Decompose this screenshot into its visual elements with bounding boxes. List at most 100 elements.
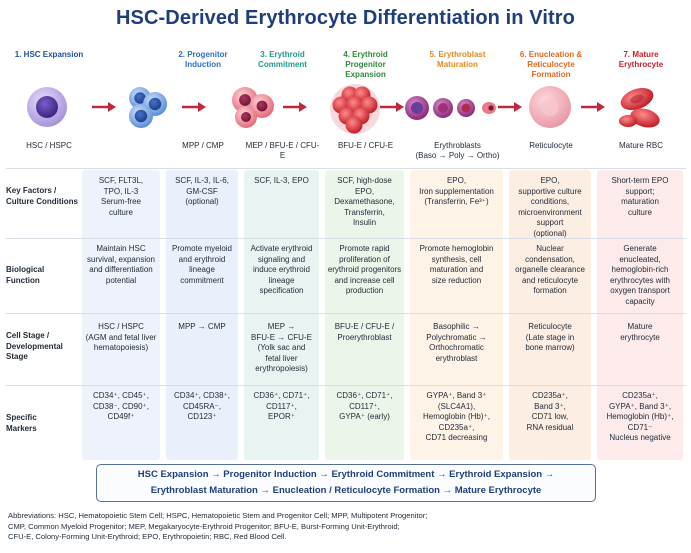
arrowhead-icon bbox=[514, 102, 522, 112]
table-cell: CD36⁺, CD71⁺,CD117⁺,EPOR⁺ bbox=[246, 391, 317, 423]
text-line: HSC / HSPC bbox=[26, 141, 72, 150]
text-line: (optional) bbox=[533, 228, 567, 238]
text-line: Abbreviations: HSC, Hematopoietic Stem C… bbox=[8, 511, 428, 520]
text-line: Promote myeloid bbox=[171, 244, 233, 253]
text-line: EPOR⁺ bbox=[268, 412, 295, 421]
cell-illustrations bbox=[27, 84, 660, 134]
text-line: CD71 decreasing bbox=[425, 433, 488, 442]
text-line: maturation bbox=[621, 197, 659, 206]
text-line: potential bbox=[105, 275, 137, 285]
table-cell: CD36⁺, CD71⁺,CD117⁺,GYPA⁺ (early) bbox=[327, 391, 402, 423]
arrowhead-icon bbox=[396, 102, 404, 112]
text-line: 2. Progenitor bbox=[178, 50, 228, 59]
rbc-cell-icon bbox=[619, 115, 637, 127]
erythroblast-nucleus-icon bbox=[411, 102, 423, 114]
text-line: Polychromatic → bbox=[426, 332, 487, 342]
erythroblast-nucleus-icon bbox=[461, 103, 471, 113]
text-line: erythroblast bbox=[435, 353, 478, 363]
text-line: and erythroid bbox=[178, 254, 226, 264]
text-line: Serum-free bbox=[100, 197, 141, 206]
erythroid-nucleus-icon bbox=[239, 94, 251, 106]
text-line: Insulin bbox=[352, 218, 377, 227]
text-line: Stage bbox=[6, 352, 28, 361]
text-line: Developmental bbox=[6, 341, 63, 351]
text-line: size reduction bbox=[431, 275, 482, 285]
text-line: Nucleus negative bbox=[609, 433, 671, 442]
column-background-2 bbox=[166, 170, 238, 460]
text-line: Reticulocyte bbox=[528, 322, 572, 331]
text-line: formation bbox=[533, 286, 567, 295]
table-cell: CD34⁺, CD38⁺,CD45RA⁻,CD123⁺ bbox=[168, 391, 236, 423]
text-line: Key Factors / bbox=[6, 186, 57, 195]
text-line: Mature RBC bbox=[618, 141, 663, 150]
text-line: (Transferrin, Fe³⁺) bbox=[424, 197, 489, 206]
text-line: Commitment bbox=[258, 60, 307, 69]
text-line: CD71 low, bbox=[531, 412, 569, 421]
text-line: Basophilic → bbox=[433, 322, 480, 331]
text-line: supportive culture bbox=[518, 186, 582, 196]
table-cell: CD235a⁺,Band 3⁺,CD71 low,RNA residual bbox=[511, 391, 589, 433]
text-line: CD34⁺, CD45⁺, bbox=[92, 391, 150, 400]
text-line: synthesis, cell bbox=[431, 254, 482, 264]
text-line: organelle clearance bbox=[515, 265, 585, 274]
text-line: Activate erythroid bbox=[250, 244, 313, 253]
text-line: CD235a⁺, bbox=[438, 422, 475, 432]
text-line: GYPA⁺, Band 3⁺, bbox=[608, 401, 672, 411]
text-line: SCF, FLT3L, bbox=[98, 176, 144, 185]
column-background-3 bbox=[244, 170, 319, 460]
row-divider bbox=[6, 385, 686, 386]
text-line: SCF, IL-3, IL-6, bbox=[175, 176, 229, 185]
text-line: Iron supplementation bbox=[419, 186, 494, 196]
table-cell: EPO,Iron supplementation(Transferrin, Fe… bbox=[412, 176, 501, 208]
text-line: MEP → bbox=[267, 322, 296, 331]
arrowhead-icon bbox=[198, 102, 206, 112]
text-line: CD36⁺, CD71⁺, bbox=[253, 391, 310, 400]
text-line: Maintain HSC bbox=[96, 244, 146, 253]
text-line: and reticulocyte bbox=[521, 275, 579, 285]
text-line: Promote hemoglobin bbox=[419, 244, 494, 253]
text-line: CD235a⁺, bbox=[532, 391, 568, 400]
text-line: culture bbox=[108, 207, 133, 217]
text-line: Reticulocyte bbox=[529, 141, 573, 150]
flow-line-2: Erythroblast Maturation → Enucleation / … bbox=[150, 485, 542, 496]
text-line: (Late stage in bbox=[525, 332, 575, 342]
reticulocyte-center-icon bbox=[541, 98, 559, 116]
abbreviations-footnote: Abbreviations: HSC, Hematopoietic Stem C… bbox=[8, 511, 688, 543]
stage-cell-label-1: HSC / HSPC bbox=[6, 141, 92, 151]
text-line: CD45RA⁻, bbox=[182, 401, 221, 411]
row-divider bbox=[6, 238, 686, 239]
progenitor-nucleus-icon bbox=[134, 109, 148, 123]
text-line: Culture Conditions bbox=[6, 196, 78, 206]
text-line: capacity bbox=[625, 296, 655, 306]
text-line: hemoglobin-rich bbox=[611, 265, 669, 274]
text-line: HSC / HSPC bbox=[98, 322, 144, 331]
text-line: Transferrin, bbox=[344, 207, 385, 217]
text-line: CD235a⁺, bbox=[622, 391, 658, 400]
text-line: commitment bbox=[180, 275, 224, 285]
text-line: CFU-E, Colony-Forming Unit-Erythroid; EP… bbox=[8, 532, 287, 541]
text-line: bone marrow) bbox=[525, 343, 575, 352]
table-cell: BFU-E / CFU-E /Proerythroblast bbox=[327, 322, 402, 343]
column-background-5 bbox=[410, 170, 503, 460]
text-line: support bbox=[536, 218, 564, 227]
text-line: RNA residual bbox=[526, 422, 574, 432]
text-line: Proerythroblast bbox=[337, 332, 392, 342]
text-line: support; bbox=[625, 186, 655, 196]
text-line: CMP, Common Myeloid Progenitor; MEP, Meg… bbox=[8, 521, 400, 531]
row-label-2: Biological Function bbox=[6, 265, 80, 286]
table-cell: SCF, IL-3, EPO bbox=[246, 176, 317, 187]
text-line: 3. Erythroid bbox=[260, 50, 305, 59]
text-line: TPO, IL-3 bbox=[103, 186, 139, 196]
